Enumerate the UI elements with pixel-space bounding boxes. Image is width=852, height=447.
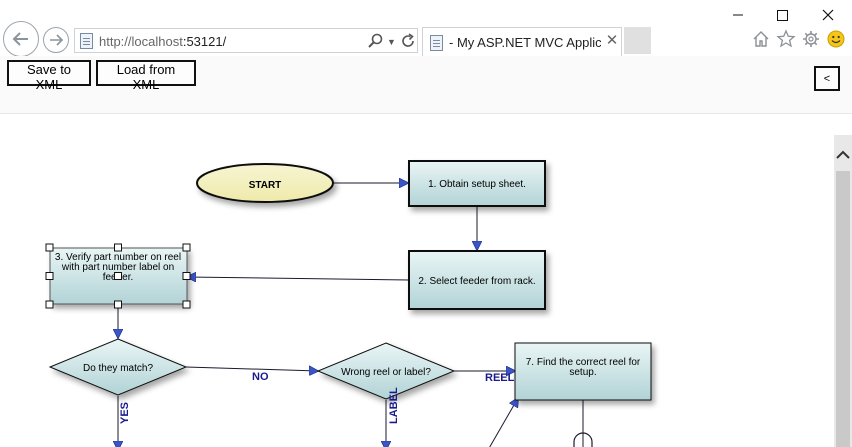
node-label-line: Wrong reel or label?	[341, 367, 431, 378]
edge-to-step7-bottom[interactable]	[488, 398, 518, 447]
node-label-line: START	[249, 180, 282, 191]
url-text[interactable]: http://localhost:53121/	[99, 34, 227, 49]
vertical-scrollbar[interactable]	[834, 135, 852, 447]
node-start[interactable]: START	[196, 163, 334, 203]
address-bar[interactable]: http://localhost:53121/ ▼	[74, 28, 418, 53]
diagram-canvas[interactable]: START 1. Obtain setup sheet. 2. Select f…	[0, 114, 834, 447]
close-window-icon[interactable]	[808, 3, 848, 27]
tab-title: - My ASP.NET MVC Applica…	[449, 35, 601, 50]
edge-label-yes: YES	[119, 402, 131, 424]
collapse-panel-button[interactable]: <	[814, 66, 840, 91]
node-step2[interactable]: 2. Select feeder from rack.	[408, 250, 546, 310]
edge-step2-to-step3[interactable]	[187, 277, 410, 280]
node-label-line: 1. Obtain setup sheet.	[428, 179, 526, 190]
edge-labels: NO REEL YES LABEL	[119, 371, 515, 424]
page-icon	[430, 35, 443, 51]
node-step2-label: 2. Select feeder from rack.	[418, 276, 535, 287]
edges	[118, 183, 593, 447]
maximize-icon[interactable]	[762, 3, 802, 27]
refresh-icon[interactable]	[399, 32, 417, 50]
search-icon[interactable]	[367, 32, 385, 50]
edge-label-reel: REEL	[485, 372, 515, 384]
chevron-up-icon[interactable]	[834, 145, 852, 165]
forward-arrow-icon	[50, 34, 64, 46]
chevron-down-icon[interactable]: ▼	[387, 37, 396, 47]
node-label-line: 7. Find the correct reel for	[526, 357, 641, 368]
node-label-line: 2. Select feeder from rack.	[418, 276, 535, 287]
node-step1[interactable]: 1. Obtain setup sheet.	[408, 160, 546, 207]
new-tab-button[interactable]	[624, 27, 651, 54]
edge-loop-marker	[573, 432, 593, 447]
load-from-xml-button[interactable]: Load from XML	[96, 60, 196, 92]
node-label-line: setup.	[569, 367, 596, 378]
back-arrow-icon	[12, 32, 28, 46]
node-decision2[interactable]: Wrong reel or label?	[316, 342, 456, 400]
save-to-xml-button[interactable]: Save to XML	[7, 60, 91, 92]
node-label-line: Do they match?	[83, 363, 153, 374]
edge-label-no: NO	[252, 371, 269, 383]
browser-chrome: http://localhost:53121/ ▼ - My ASP.NET M…	[0, 0, 852, 57]
page-icon	[80, 33, 93, 49]
flowchart-diagram[interactable]: START 1. Obtain setup sheet. 2. Select f…	[0, 114, 834, 447]
node-decision1[interactable]: Do they match?	[48, 338, 188, 396]
node-step1-label: 1. Obtain setup sheet.	[428, 179, 526, 190]
edge-decision1-to-decision2[interactable]	[185, 367, 318, 371]
scrollbar-thumb[interactable]	[836, 171, 850, 447]
node-start-label: START	[249, 180, 282, 191]
page-toolbar: Save to XML Load from XML <	[0, 56, 852, 114]
home-icon[interactable]	[751, 29, 771, 49]
node-label-line: 3. Verify part number on reel	[55, 252, 181, 263]
node-decision1-label: Do they match?	[83, 363, 153, 374]
node-label-line: with part number label on	[61, 262, 174, 273]
forward-button[interactable]	[43, 27, 69, 53]
edge-label-label: LABEL	[388, 387, 400, 424]
close-icon[interactable]: ✕	[605, 32, 619, 49]
tab-active[interactable]: - My ASP.NET MVC Applica… ✕	[422, 27, 622, 56]
node-decision2-label: Wrong reel or label?	[341, 367, 431, 378]
minimize-icon[interactable]	[718, 3, 758, 27]
back-button[interactable]	[3, 21, 39, 57]
star-icon[interactable]	[776, 29, 796, 49]
selection-handles[interactable]	[45, 243, 191, 309]
smiley-icon[interactable]	[826, 29, 846, 49]
gear-icon[interactable]	[801, 29, 821, 49]
